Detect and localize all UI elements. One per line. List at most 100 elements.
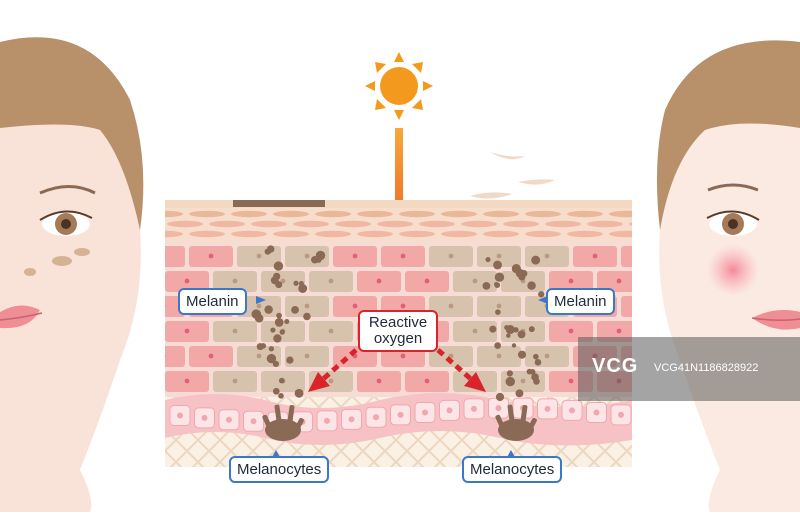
flat-cell bbox=[441, 230, 477, 238]
cell-nucleus bbox=[496, 353, 502, 359]
melanocytes-label-right: Melanocytes bbox=[462, 456, 563, 483]
flat-cell bbox=[209, 220, 245, 228]
cell-nucleus bbox=[496, 303, 502, 309]
melanin-granule bbox=[273, 334, 282, 343]
flat-cell bbox=[167, 220, 203, 228]
melanocyte-icon bbox=[262, 404, 304, 441]
right-cheek-blush bbox=[707, 244, 759, 296]
cell-nucleus bbox=[424, 278, 430, 284]
cell-nucleus bbox=[544, 253, 550, 259]
epidermal-cell bbox=[597, 321, 632, 342]
left-face bbox=[0, 37, 144, 512]
melanin-granule bbox=[538, 291, 545, 298]
cell-nucleus bbox=[400, 303, 406, 309]
melanin-granule bbox=[494, 342, 501, 349]
cell-nucleus bbox=[165, 254, 166, 258]
melanin-granule bbox=[517, 350, 527, 359]
cell-nucleus bbox=[352, 303, 358, 309]
melanin-granule bbox=[494, 282, 501, 289]
cell-nucleus bbox=[165, 354, 166, 358]
watermark-id: VCG41N1186828922 bbox=[654, 362, 759, 374]
melanin-granule bbox=[495, 309, 501, 315]
flat-cell bbox=[461, 220, 497, 228]
flat-cell bbox=[315, 210, 351, 218]
cell-nucleus bbox=[472, 278, 478, 284]
epidermal-cell bbox=[621, 296, 632, 317]
melanocyte-icon bbox=[495, 404, 537, 441]
flat-cell bbox=[189, 210, 225, 218]
basal-nucleus bbox=[201, 414, 208, 421]
melanin-granule bbox=[506, 333, 511, 338]
melanin-granule bbox=[533, 353, 539, 360]
flat-cell bbox=[357, 230, 393, 238]
flat-cell bbox=[293, 220, 329, 228]
basal-nucleus bbox=[226, 416, 232, 423]
flat-cell bbox=[231, 210, 267, 218]
cell-nucleus bbox=[280, 278, 286, 284]
melanin-granule bbox=[298, 284, 308, 293]
melanin-granule bbox=[504, 325, 509, 330]
melanin-granule bbox=[284, 319, 290, 325]
cell-nucleus bbox=[256, 253, 262, 259]
cell-nucleus bbox=[328, 328, 334, 334]
flat-cell bbox=[231, 230, 267, 238]
melanin-granule bbox=[278, 377, 285, 384]
basal-nucleus bbox=[324, 417, 330, 424]
cell-nucleus bbox=[376, 378, 382, 384]
reactive-oxygen-arrows bbox=[308, 348, 486, 392]
melanin-granule bbox=[506, 370, 513, 377]
right-eyebrow bbox=[707, 183, 759, 192]
flat-cell bbox=[483, 230, 519, 238]
cell-nucleus bbox=[472, 328, 478, 334]
melanin-granule bbox=[266, 353, 277, 364]
melanin-granule bbox=[274, 317, 284, 327]
basal-nucleus bbox=[593, 409, 600, 416]
cell-nucleus bbox=[232, 278, 238, 284]
melanin-granule bbox=[268, 346, 275, 352]
melanin-granule bbox=[531, 255, 541, 265]
cell-nucleus bbox=[568, 278, 574, 284]
basal-nucleus bbox=[544, 405, 551, 412]
basal-nucleus bbox=[618, 411, 624, 418]
melanin-granule bbox=[482, 281, 491, 290]
flat-cell bbox=[399, 210, 435, 218]
melanin-granule bbox=[495, 392, 505, 402]
flat-cell bbox=[273, 210, 309, 218]
right-face bbox=[656, 40, 800, 512]
left-eyebrow bbox=[39, 185, 96, 195]
melanin-granule bbox=[286, 356, 294, 364]
melanin-granule bbox=[527, 281, 536, 290]
cell-nucleus bbox=[424, 378, 430, 384]
melanin-granule bbox=[270, 276, 279, 285]
cell-nucleus bbox=[400, 353, 406, 359]
cell-nucleus bbox=[304, 253, 310, 259]
left-spot bbox=[52, 256, 72, 266]
epidermal-cell bbox=[597, 271, 632, 292]
flat-cell-layer bbox=[165, 210, 632, 238]
cell-nucleus bbox=[592, 253, 598, 259]
flat-cell bbox=[251, 220, 287, 228]
reactive-oxygen-label: Reactive oxygen bbox=[358, 310, 438, 352]
right-hair bbox=[656, 40, 800, 230]
melanin-label-left: Melanin bbox=[178, 288, 247, 315]
flat-cell bbox=[189, 230, 225, 238]
cell-nucleus bbox=[184, 378, 190, 384]
stratum-corneum bbox=[165, 200, 632, 208]
melanin-granule bbox=[303, 312, 311, 321]
flat-cell bbox=[165, 210, 183, 218]
cell-nucleus bbox=[496, 253, 502, 259]
cell-nucleus bbox=[208, 353, 214, 359]
flat-cell bbox=[525, 230, 561, 238]
flat-cell bbox=[587, 220, 623, 228]
flat-cell bbox=[315, 230, 351, 238]
skin-cross-section bbox=[165, 200, 646, 467]
melanin-granule bbox=[276, 312, 282, 319]
cell-nucleus bbox=[256, 303, 262, 309]
cell-nucleus bbox=[520, 378, 526, 384]
cell-nucleus bbox=[304, 303, 310, 309]
skin-flakes bbox=[470, 152, 555, 199]
cell-nucleus bbox=[641, 304, 646, 309]
epidermal-cell bbox=[621, 246, 632, 267]
